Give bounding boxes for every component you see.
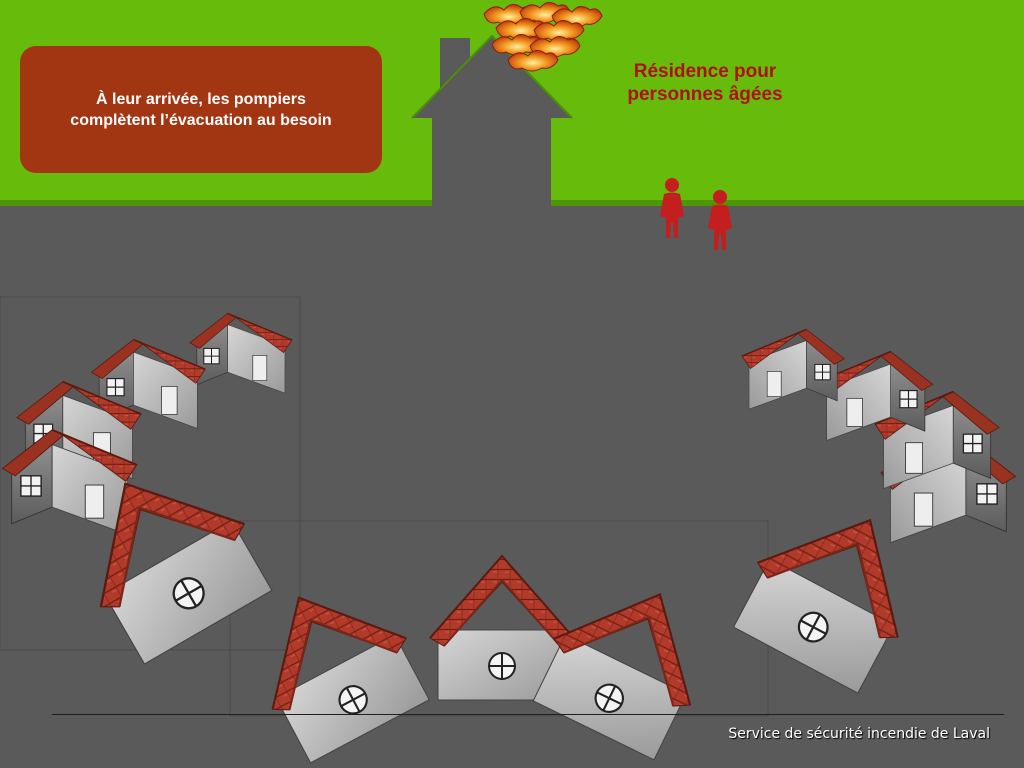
residence-label-line-2: personnes âgées bbox=[627, 84, 783, 105]
residence-label: Résidence pour personnes âgées bbox=[600, 60, 810, 106]
footer-divider bbox=[52, 714, 1004, 715]
info-callout: À leur arrivée, les pompiers complètent … bbox=[20, 46, 382, 173]
callout-line-2: complètent l’évacuation au besoin bbox=[70, 111, 332, 129]
residence-house-icon bbox=[411, 34, 573, 206]
residence-label-line-1: Résidence pour bbox=[633, 61, 777, 82]
footer-text: Service de sécurité incendie de Laval bbox=[728, 726, 990, 742]
callout-line-1: À leur arrivée, les pompiers bbox=[96, 90, 306, 108]
